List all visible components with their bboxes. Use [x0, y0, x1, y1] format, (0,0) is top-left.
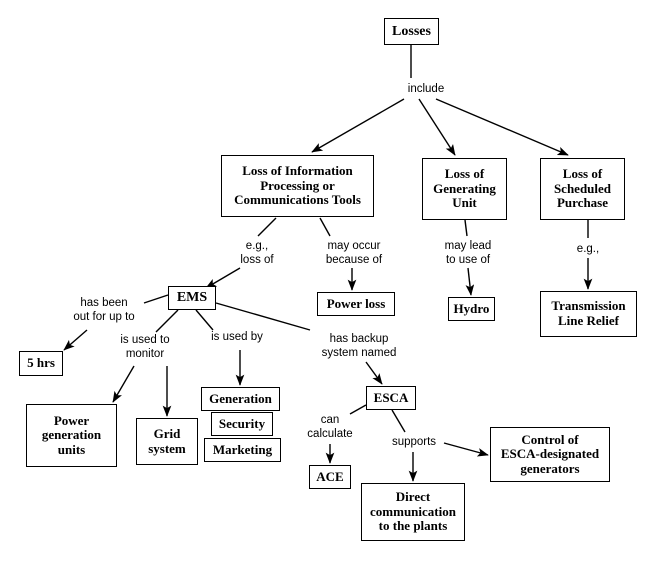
- edge-label-e-backup: has backup system named: [321, 333, 397, 359]
- edge-label-e-eg-trans: e.g.,: [576, 243, 600, 255]
- node-loss_gen[interactable]: Loss of Generating Unit: [422, 158, 507, 220]
- node-security[interactable]: Security: [211, 412, 273, 436]
- node-control[interactable]: Control of ESCA-designated generators: [490, 427, 610, 482]
- edge-label-e-supports: supports: [391, 436, 437, 448]
- edge-e-eg-lossof2: [205, 267, 241, 289]
- node-hydro[interactable]: Hydro: [448, 297, 495, 321]
- edge-label-e-cancalc: can calculate: [307, 414, 353, 440]
- edge-label-e-usedby: is used by: [211, 331, 263, 343]
- edge-e-usedby: [195, 309, 214, 331]
- edge-e-backup2: [365, 361, 383, 385]
- edge-label-e-maylead: may lead to use of: [444, 240, 492, 266]
- node-losses[interactable]: Losses: [384, 18, 439, 45]
- edge-e-include-c: [435, 98, 569, 156]
- edge-e-monitor: [155, 309, 179, 333]
- edge-label-e-include-1: include: [407, 83, 445, 95]
- node-marketing[interactable]: Marketing: [204, 438, 281, 462]
- edge-label-e-monitor: is used to monitor: [120, 334, 170, 360]
- node-power_loss[interactable]: Power loss: [317, 292, 395, 316]
- edge-label-e-eg-lossof: e.g., loss of: [240, 240, 274, 266]
- edge-label-e-mayoccur: may occur because of: [325, 240, 383, 266]
- node-esca[interactable]: ESCA: [366, 386, 416, 410]
- edge-e-maylead: [464, 219, 468, 237]
- node-loss_sched[interactable]: Loss of Scheduled Purchase: [540, 158, 625, 220]
- node-trans_line[interactable]: Transmission Line Relief: [540, 291, 637, 337]
- edge-e-hasbeen2: [63, 329, 88, 351]
- edge-e-supports3: [443, 442, 489, 457]
- edge-e-monitor2: [112, 365, 135, 403]
- edge-e-maylead2: [465, 267, 475, 296]
- edge-e-mayoccur: [319, 217, 331, 237]
- edge-e-backup: [215, 302, 311, 331]
- edge-label-e-hasbeen: has been out for up to: [73, 297, 135, 323]
- edge-e-hasbeen: [143, 294, 169, 304]
- node-grid_sys[interactable]: Grid system: [136, 418, 198, 465]
- edge-e-include-a: [311, 98, 405, 153]
- node-ace[interactable]: ACE: [309, 465, 351, 489]
- edge-e-include-b: [418, 98, 456, 156]
- edge-e-eg-lossof: [257, 217, 277, 237]
- node-power_gen[interactable]: Power generation units: [26, 404, 117, 467]
- node-direct_comm[interactable]: Direct communication to the plants: [361, 483, 465, 541]
- edge-e-supports: [391, 409, 406, 433]
- node-loss_info[interactable]: Loss of Information Processing or Commun…: [221, 155, 374, 217]
- edge-e-cancalc: [349, 404, 367, 415]
- node-generation[interactable]: Generation: [201, 387, 280, 411]
- node-five_hrs[interactable]: 5 hrs: [19, 351, 63, 376]
- node-ems[interactable]: EMS: [168, 286, 216, 310]
